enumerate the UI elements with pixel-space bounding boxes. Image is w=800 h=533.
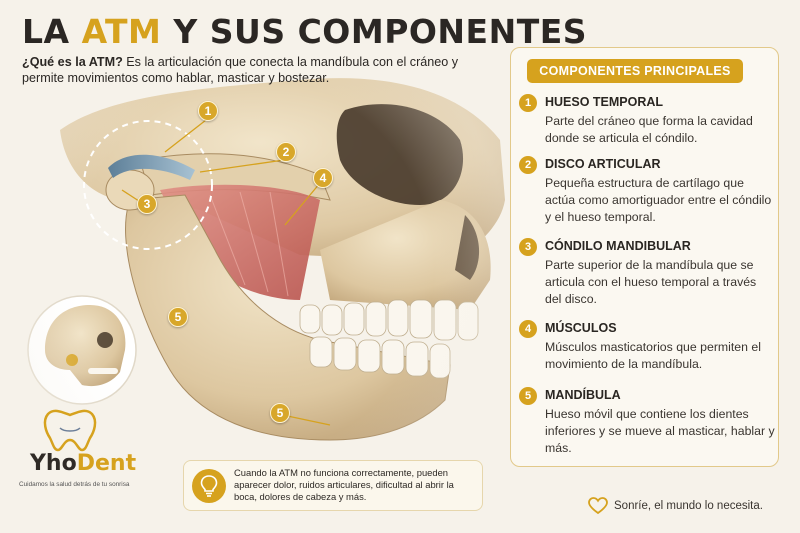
marker-mandibula-2: 5 bbox=[270, 403, 290, 423]
intro-text: ¿Qué es la ATM? Es la articulación que c… bbox=[22, 54, 462, 86]
heart-icon bbox=[588, 497, 608, 515]
panel-header: COMPONENTES PRINCIPALES bbox=[527, 59, 743, 83]
component-number: 4 bbox=[519, 320, 537, 338]
title-part1: LA bbox=[22, 12, 82, 51]
component-number: 1 bbox=[519, 94, 537, 112]
brand-name-part2: Dent bbox=[76, 451, 137, 476]
marker-musculos: 4 bbox=[313, 168, 333, 188]
brand-name: YhoDent bbox=[30, 451, 136, 476]
title-part2: Y SUS COMPONENTES bbox=[161, 12, 588, 51]
component-number: 2 bbox=[519, 156, 537, 174]
component-name: CÓNDILO MANDIBULAR bbox=[545, 239, 691, 253]
title-accent: ATM bbox=[81, 12, 162, 51]
component-name: MÚSCULOS bbox=[545, 321, 617, 335]
brand-name-part1: Yho bbox=[30, 451, 77, 476]
marker-mandibula: 5 bbox=[168, 307, 188, 327]
component-name: MANDÍBULA bbox=[545, 388, 621, 402]
component-description: Músculos masticatorios que permiten el m… bbox=[545, 340, 761, 371]
brand-tagline: Cuidamos la salud detrás de tu sonrisa bbox=[19, 481, 130, 488]
component-description: Hueso móvil que contiene los dientes inf… bbox=[545, 407, 775, 455]
marker-hueso-temporal: 1 bbox=[198, 101, 218, 121]
component-description: Parte del cráneo que forma la cavidad do… bbox=[545, 114, 753, 145]
component-description: Pequeña estructura de cartílago que actú… bbox=[545, 176, 772, 224]
note-text: Cuando la ATM no funciona correctamente,… bbox=[234, 467, 454, 503]
component-number: 3 bbox=[519, 238, 537, 256]
intro-body: Es la articulación que conecta la mandíb… bbox=[22, 55, 459, 85]
marker-disco-articular: 2 bbox=[276, 142, 296, 162]
slogan-text: Sonríe, el mundo lo necesita. bbox=[614, 500, 763, 512]
component-name: HUESO TEMPORAL bbox=[545, 95, 664, 109]
lightbulb-icon bbox=[192, 469, 226, 503]
marker-condilo: 3 bbox=[137, 194, 157, 214]
component-number: 5 bbox=[519, 387, 537, 405]
tooth-logo-icon bbox=[43, 409, 97, 452]
page-title: LA ATM Y SUS COMPONENTES bbox=[22, 12, 587, 51]
component-name: DISCO ARTICULAR bbox=[545, 157, 661, 171]
component-description: Parte superior de la mandíbula que se ar… bbox=[545, 258, 757, 306]
components-panel: COMPONENTES PRINCIPALES 1 HUESO TEMPORAL… bbox=[510, 47, 779, 467]
warning-note: Cuando la ATM no funciona correctamente,… bbox=[183, 460, 483, 511]
intro-question: ¿Qué es la ATM? bbox=[22, 55, 123, 69]
